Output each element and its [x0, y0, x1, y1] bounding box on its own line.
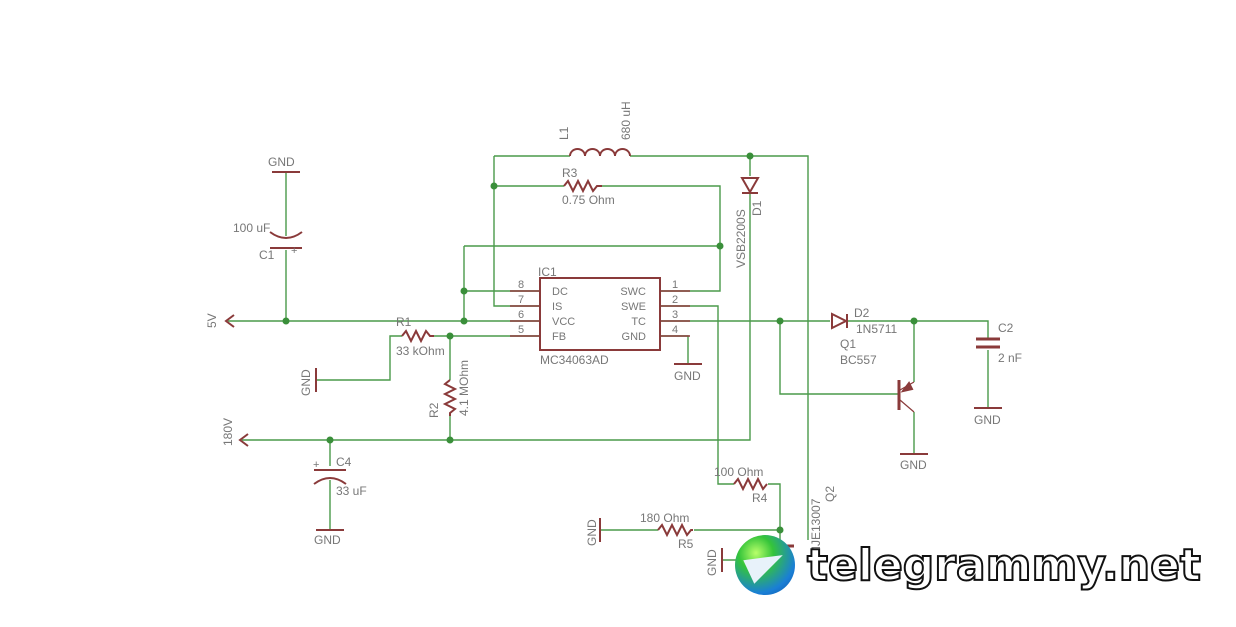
- r3-zigzag: [563, 178, 602, 194]
- junctions: [282, 152, 918, 534]
- label-q1-value: BC557: [840, 353, 877, 367]
- label-d2-value: 1N5711: [856, 322, 897, 336]
- junction: [460, 287, 468, 295]
- label-gnd: GND: [314, 533, 341, 547]
- labels: GND 100 uF C1 + 5V 180V L1 680 uH R3 0.7…: [205, 101, 1022, 576]
- label-gnd: GND: [268, 155, 295, 169]
- label-c4-polarity: +: [313, 459, 319, 471]
- pin-number: 8: [518, 279, 524, 291]
- label-r4-value: 100 Ohm: [714, 465, 763, 479]
- label-r5-value: 180 Ohm: [640, 511, 689, 525]
- telegram-globe-icon: [735, 535, 795, 595]
- wire-dc-vcc: [463, 245, 720, 321]
- label-gnd: GND: [674, 369, 701, 383]
- pin-label: SWE: [621, 301, 646, 313]
- watermark: telegrammy.net: [735, 535, 1202, 595]
- junction: [490, 182, 498, 190]
- label-d1-name: D1: [750, 200, 764, 216]
- label-r2-value: 4.1 MOhm: [457, 360, 471, 416]
- label-ic1-value: MC34063AD: [540, 353, 609, 367]
- wire-l1-rail: [494, 155, 809, 540]
- wire-180v-rail: [242, 194, 751, 441]
- label-d1-value: VSB2200S: [734, 209, 748, 268]
- junction: [776, 317, 784, 325]
- pin-number: 7: [518, 294, 524, 306]
- label-gnd: GND: [705, 549, 719, 576]
- junction: [446, 436, 454, 444]
- label-l1-value: 680 uH: [619, 101, 633, 140]
- pin-label: SWC: [620, 286, 646, 298]
- label-r3-value: 0.75 Ohm: [562, 193, 615, 207]
- label-5v: 5V: [205, 313, 219, 328]
- pin-number: 5: [518, 324, 524, 336]
- pin-number: 2: [672, 294, 678, 306]
- label-q2-value: MJE13007: [809, 498, 823, 556]
- label-r3-name: R3: [562, 166, 578, 180]
- junction: [460, 317, 468, 325]
- pin-label: GND: [622, 331, 647, 343]
- paper-plane-icon: [743, 544, 789, 584]
- c1-curved-plate: [269, 231, 303, 239]
- arrow-180v: [238, 433, 249, 447]
- label-d2-name: D2: [854, 306, 870, 320]
- l1-coil: [569, 148, 631, 157]
- r1-zigzag: [401, 328, 434, 344]
- label-c1-polarity: +: [291, 245, 297, 257]
- pin-number: 3: [672, 309, 678, 321]
- d2-diode: [831, 312, 849, 330]
- pin-label: VCC: [552, 316, 575, 328]
- junction: [326, 436, 334, 444]
- junction: [776, 526, 784, 534]
- arrow-5v: [224, 314, 235, 328]
- junction: [282, 317, 290, 325]
- wire-is: [493, 156, 540, 307]
- wire-d2-c2: [848, 320, 989, 408]
- label-c2-name: C2: [998, 321, 1014, 335]
- watermark-text: telegrammy.net: [806, 539, 1202, 592]
- label-r5-name: R5: [678, 537, 694, 551]
- pin-number: 6: [518, 309, 524, 321]
- pin-label: DC: [552, 286, 568, 298]
- label-c4-name: C4: [336, 455, 352, 469]
- label-gnd: GND: [974, 413, 1001, 427]
- label-gnd: GND: [900, 458, 927, 472]
- junction: [716, 242, 724, 250]
- r4-zigzag: [733, 476, 768, 492]
- symbols: [224, 148, 1002, 572]
- pin-number: 4: [672, 324, 678, 336]
- label-gnd: GND: [585, 519, 599, 546]
- label-q2-name: Q2: [823, 486, 837, 502]
- label-r2-name: R2: [427, 402, 441, 418]
- ic1-pins: [510, 290, 690, 337]
- pin-number: 1: [672, 279, 678, 291]
- r5-zigzag: [657, 522, 693, 538]
- label-r4-name: R4: [752, 491, 768, 505]
- label-q1-name: Q1: [840, 337, 856, 351]
- label-r1-name: R1: [396, 315, 412, 329]
- pin-label: FB: [552, 331, 566, 343]
- junction: [746, 152, 754, 160]
- junction: [446, 332, 454, 340]
- pin-label: IS: [552, 301, 562, 313]
- label-r1-value: 33 kOhm: [396, 344, 445, 358]
- q1-arrow: [900, 381, 914, 393]
- wire-ic-gnd: [660, 335, 689, 364]
- label-180v: 180V: [221, 418, 235, 446]
- label-c1-value: 100 uF: [233, 221, 270, 235]
- label-l1-name: L1: [557, 126, 571, 140]
- label-ic1-name: IC1: [538, 265, 557, 279]
- label-c1-name: C1: [259, 248, 275, 262]
- label-c4-value: 33 uF: [336, 484, 367, 498]
- d1-diode: [740, 177, 760, 195]
- c2-plates: [976, 337, 1000, 349]
- wire-r1: [316, 335, 450, 381]
- junction: [910, 317, 918, 325]
- c4-curved-plate: [313, 477, 347, 485]
- label-c2-value: 2 nF: [998, 351, 1022, 365]
- ic1-body: [539, 277, 661, 351]
- r2-zigzag: [442, 379, 458, 416]
- pin-label: TC: [631, 316, 646, 328]
- label-gnd: GND: [299, 369, 313, 396]
